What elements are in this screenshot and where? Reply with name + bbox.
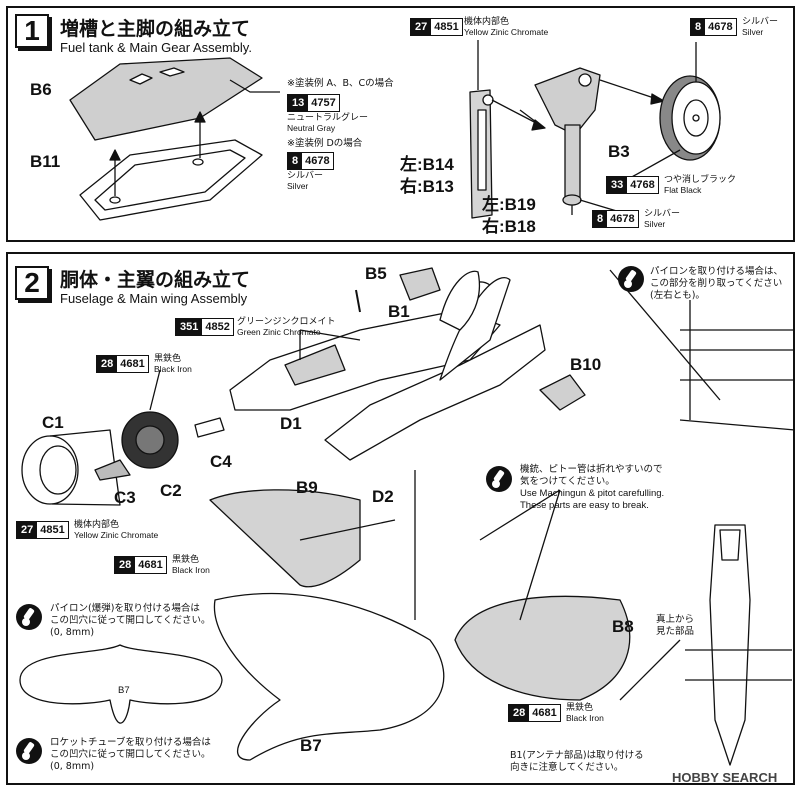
part-d2: D2 <box>372 487 394 506</box>
step2-title: 胴体・主翼の組み立て <box>60 269 251 291</box>
step1-subtitle: Fuel tank & Main Gear Assembly. <box>60 40 252 55</box>
rocket-holes-note: ロケットチューブを取り付ける場合は この凹穴に従って開口してください。 (0, … <box>50 737 211 772</box>
step1-title: 増槽と主脚の組み立て <box>60 18 251 40</box>
step2-subtitle: Fuselage & Main wing Assembly <box>60 291 248 306</box>
step1-number: 1 <box>15 14 49 48</box>
antenna-b1 <box>355 289 361 313</box>
part-b7: B7 <box>300 736 322 755</box>
fuselage-d2 <box>324 324 546 461</box>
antenna-note: B1(アンテナ部品)は取り付ける 向きに注意してください。 <box>510 750 644 773</box>
part-b7-inset: B7 <box>118 685 130 696</box>
exhaust-c3 <box>94 459 131 481</box>
top-view-fuselage <box>709 524 751 766</box>
bomb-holes-note: パイロン(爆弾)を取り付ける場合は この凹穴に従って開口してください。 (0, … <box>50 603 211 638</box>
warning-icon <box>16 738 42 764</box>
wing-lower-b7 <box>213 592 445 761</box>
part-c2: C2 <box>160 481 182 500</box>
drop-tank-upper <box>69 57 263 141</box>
part-b18: 右:B18 <box>482 217 536 236</box>
detail-view-right <box>679 300 796 431</box>
part-d1: D1 <box>280 414 302 433</box>
part-b6: B6 <box>30 80 52 99</box>
part-b1: B1 <box>388 302 410 321</box>
wing-inset-b7 <box>19 644 223 724</box>
watermark: HOBBY SEARCH <box>672 770 778 785</box>
pylon-remove-note: パイロンを取り付ける場合は、 この部分を削り取ってください (左右とも)。 <box>650 266 784 301</box>
part-b8: B8 <box>612 617 634 636</box>
canopy-b5 <box>399 267 441 301</box>
part-c1: C1 <box>42 413 64 432</box>
warning-icon <box>486 466 512 492</box>
scheme-d-note: ※塗装例 Dの場合 <box>287 138 363 149</box>
drop-tank-lower <box>79 139 263 221</box>
top-view-note: 真上から 見た部品 <box>656 614 695 637</box>
step2-number: 2 <box>15 266 49 300</box>
part-b3: B3 <box>608 142 630 161</box>
guns-caution-note: 機銃、ピトー管は折れやすいので 気をつけてください。 Use Machingun… <box>520 464 665 511</box>
wing-top-b9 <box>209 489 361 588</box>
part-c4: C4 <box>210 452 232 471</box>
part-b9: B9 <box>296 478 318 497</box>
warning-icon <box>16 604 42 630</box>
warning-icon <box>618 266 644 292</box>
part-b5: B5 <box>365 264 387 283</box>
wing-top-b8 <box>454 595 631 701</box>
part-b10: B10 <box>570 355 602 374</box>
part-b13: 右:B13 <box>400 177 454 196</box>
shaft-c4 <box>194 417 225 438</box>
tailplane-b10 <box>539 374 586 411</box>
scheme-abc-note: ※塗装例 A、B、Cの場合 <box>287 78 394 89</box>
part-b14: 左:B14 <box>400 155 454 174</box>
part-b11: B11 <box>30 152 61 171</box>
part-c3: C3 <box>114 488 136 507</box>
part-b19: 左:B19 <box>482 195 536 214</box>
